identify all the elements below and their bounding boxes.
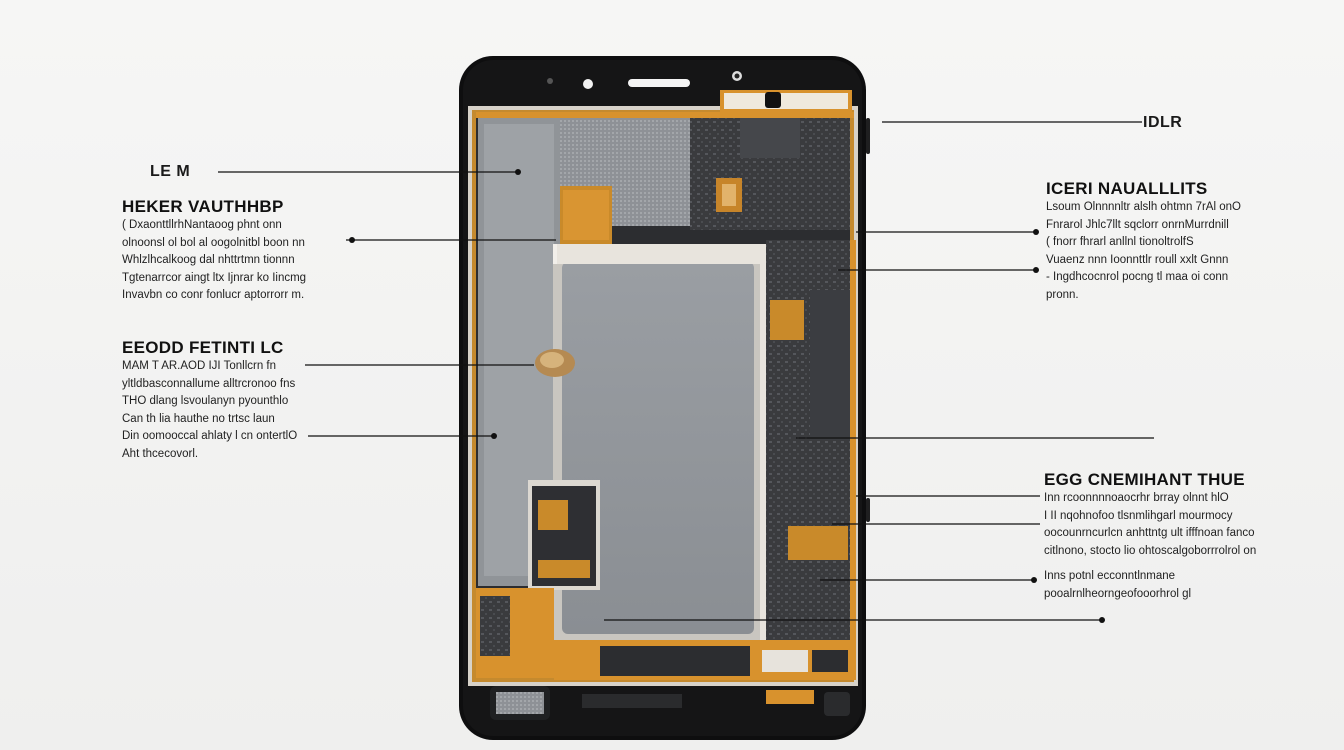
callout-right-1: ICERI NAUALLLITS Lsoum Olnnnnltr alslh o… — [1046, 179, 1241, 304]
callout-title: EEODD FETINTI LC — [122, 338, 284, 357]
callout-left-1: HEKER VAUTHHBP ( DxaonttllrhNantaoog phn… — [122, 197, 306, 305]
front-camera — [583, 79, 593, 89]
label-top-left: LE M — [150, 163, 191, 180]
callout-title: HEKER VAUTHHBP — [122, 197, 284, 216]
callout-right-2: EGG CNEMIHANT THUE Inn rcoonnnnoaocrhr b… — [1044, 470, 1256, 603]
callout-text: Inn rcoonnnnoaocrhr brray olnnt hlO I II… — [1044, 492, 1257, 600]
callout-text: MAM T AR.AOD IJI Tonllcrn fn yltldbascon… — [122, 360, 298, 460]
callout-left-2: EEODD FETINTI LC MAM T AR.AOD IJI Tonllc… — [122, 338, 297, 463]
callout-text: ( DxaonttllrhNantaoog phnt onn olnoonsl … — [122, 219, 307, 301]
earpiece — [628, 79, 690, 87]
callout-title: ICERI NAUALLLITS — [1046, 179, 1208, 198]
leader-lines — [218, 121, 1154, 621]
callout-text: Lsoum Olnnnnltr alslh ohtmn 7rAl onO Fnr… — [1046, 201, 1241, 301]
label-top-right: IDLR — [1143, 114, 1183, 131]
callout-title: EGG CNEMIHANT THUE — [1044, 470, 1245, 489]
